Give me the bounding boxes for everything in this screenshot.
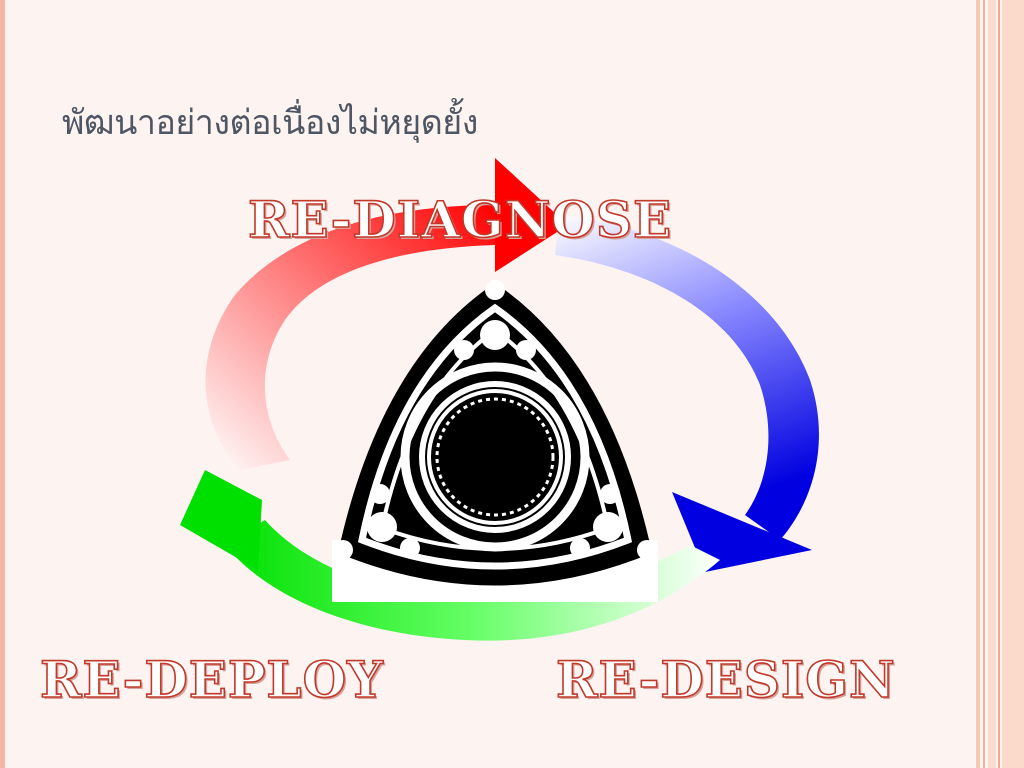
green-cycle-arrow xyxy=(180,470,720,641)
left-border-decoration xyxy=(0,0,5,768)
rotary-engine-rotor-icon xyxy=(332,280,658,602)
step-label-rediagnose: RE-DIAGNOSE xyxy=(247,189,673,250)
slide-title: พัฒนาอย่างต่อเนื่องไม่หยุดยั้ง xyxy=(62,103,478,143)
step-label-redeploy: RE-DEPLOY xyxy=(39,649,384,710)
right-stripe-decoration xyxy=(976,0,1024,768)
blue-cycle-arrow xyxy=(555,215,819,572)
red-cycle-arrow xyxy=(205,158,568,470)
step-label-redesign: RE-DESIGN xyxy=(555,649,896,710)
